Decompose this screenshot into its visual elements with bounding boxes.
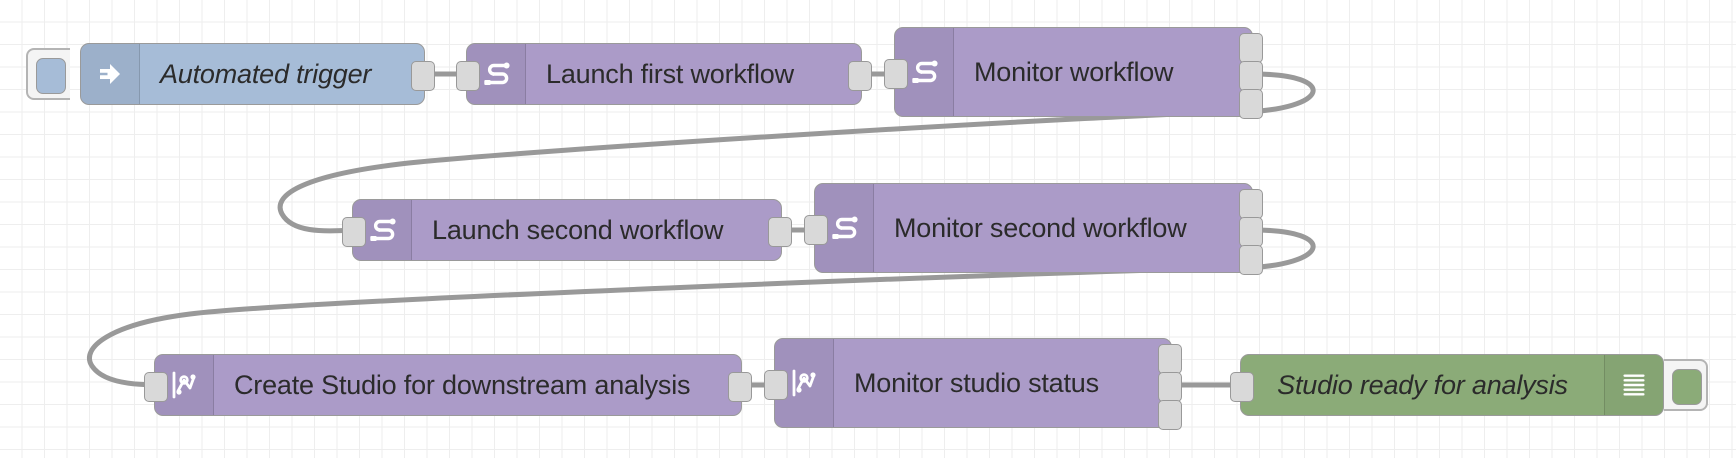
input-port[interactable] [456,61,480,91]
node-label-create-studio-for-downstream-analysis: Create Studio for downstream analysis [234,369,691,400]
output-port-3[interactable] [1239,89,1263,119]
output-port[interactable] [728,372,752,402]
node-label-monitor-workflow: Monitor workflow [974,56,1174,87]
node-label-monitor-second-workflow: Monitor second workflow [894,212,1187,243]
output-port-3[interactable] [1239,245,1263,275]
input-port[interactable] [804,215,828,245]
output-port[interactable] [768,217,792,247]
output-port-1[interactable] [1239,33,1263,63]
debug-toggle-chip [1672,369,1702,405]
node-automated-trigger[interactable]: Automated trigger [80,43,435,105]
input-port[interactable] [342,217,366,247]
trigger-start-button[interactable] [26,48,70,100]
node-label-launch-first-workflow: Launch first workflow [546,58,794,89]
output-port-3[interactable] [1158,400,1182,430]
output-port-1[interactable] [1239,189,1263,219]
debug-list-icon [1604,355,1663,415]
node-launch-first-workflow[interactable]: Launch first workflow [456,43,872,105]
node-label-studio-ready-for-analysis: Studio ready for analysis [1277,369,1568,400]
node-label-launch-second-workflow: Launch second workflow [432,214,724,245]
output-port-2[interactable] [1158,372,1182,402]
output-port[interactable] [411,61,435,91]
input-port[interactable] [144,372,168,402]
input-port[interactable] [1230,372,1254,402]
input-port[interactable] [884,59,908,89]
node-create-studio-for-downstream-analysis[interactable]: Create Studio for downstream analysis [144,354,752,416]
node-monitor-second-workflow[interactable]: Monitor second workflow [804,183,1263,275]
arrow-right-icon [81,44,140,104]
node-monitor-studio-status[interactable]: Monitor studio status [764,338,1182,430]
output-port-2[interactable] [1239,217,1263,247]
trigger-start-chip [36,58,66,94]
node-label-monitor-studio-status: Monitor studio status [854,367,1099,398]
node-studio-ready-for-analysis[interactable]: Studio ready for analysis [1230,354,1664,416]
debug-toggle-button[interactable] [1664,359,1708,411]
node-label-automated-trigger: Automated trigger [160,58,372,89]
input-port[interactable] [764,370,788,400]
output-port-1[interactable] [1158,344,1182,374]
node-monitor-workflow[interactable]: Monitor workflow [884,27,1263,119]
output-port-2[interactable] [1239,61,1263,91]
output-port[interactable] [848,61,872,91]
node-launch-second-workflow[interactable]: Launch second workflow [342,199,792,261]
